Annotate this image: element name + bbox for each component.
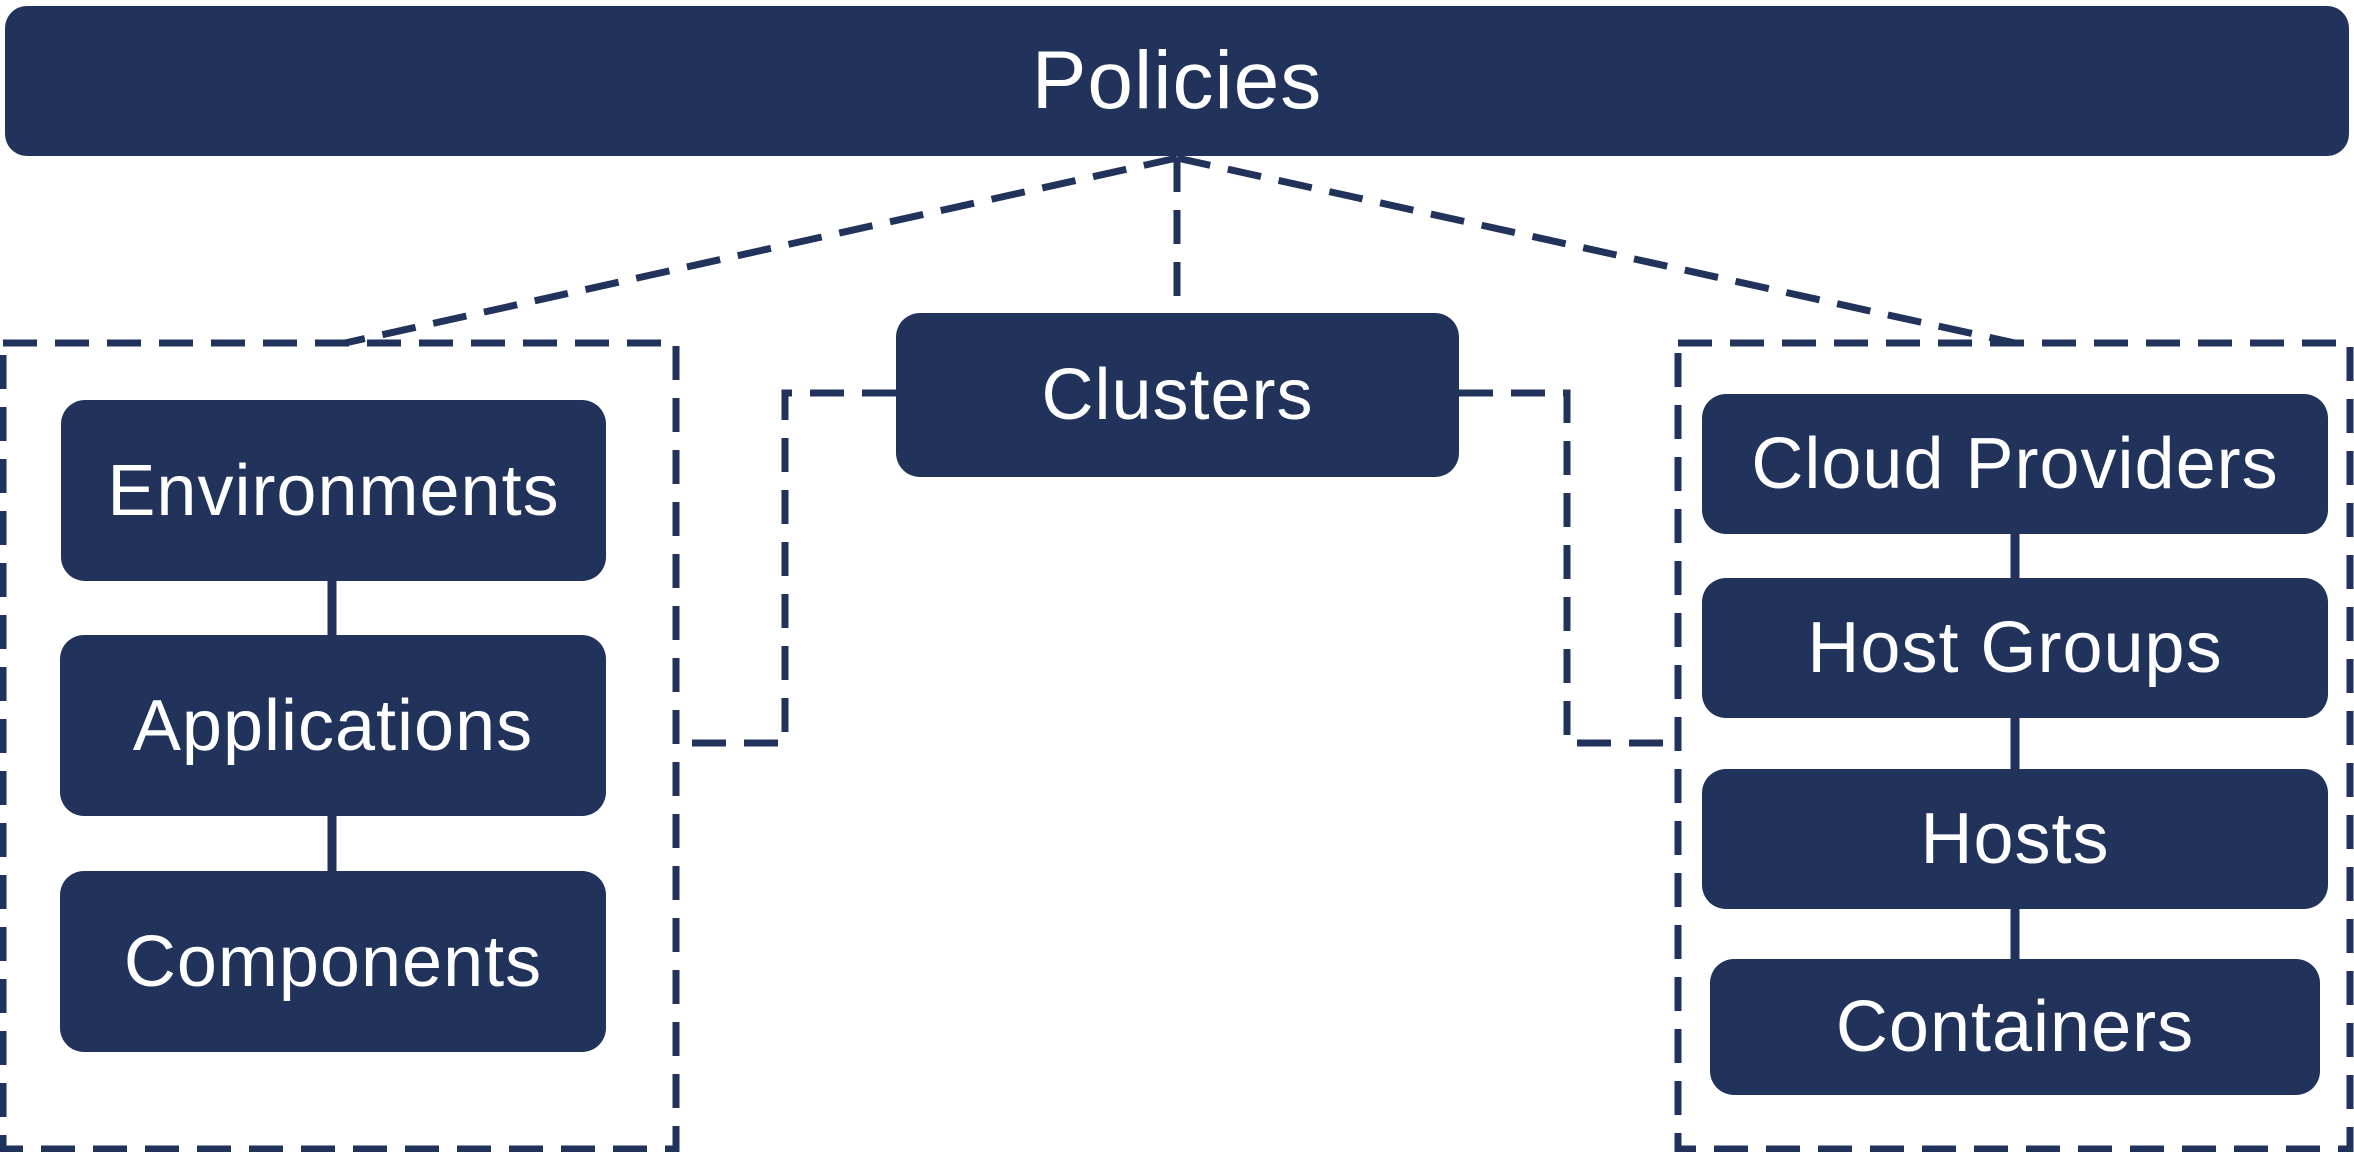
containers-node: Containers: [1710, 959, 2320, 1095]
applications-label: Applications: [132, 685, 534, 766]
connector-policies-right: [1176, 154, 2016, 347]
applications-node: Applications: [60, 635, 606, 816]
connector-policies-left: [344, 154, 1178, 347]
components-node: Components: [60, 871, 606, 1052]
hosts-label: Hosts: [1920, 799, 2110, 879]
connector-clusters-left: [676, 389, 896, 747]
cloud-providers-label: Cloud Providers: [1751, 424, 2279, 504]
hosts-node: Hosts: [1702, 769, 2328, 909]
host-groups-label: Host Groups: [1807, 608, 2223, 688]
environments-label: Environments: [107, 450, 560, 531]
host-groups-node: Host Groups: [1702, 578, 2328, 718]
components-label: Components: [123, 921, 543, 1002]
left-group-boundary: [0, 339, 680, 1152]
connector-clusters-right: [1459, 389, 1678, 747]
containers-label: Containers: [1835, 987, 2195, 1067]
policies-label: Policies: [1031, 35, 1323, 126]
clusters-node: Clusters: [896, 313, 1459, 477]
policies-node: Policies: [5, 6, 2349, 156]
clusters-label: Clusters: [1041, 355, 1314, 435]
cloud-providers-node: Cloud Providers: [1702, 394, 2328, 534]
environments-node: Environments: [61, 400, 606, 581]
